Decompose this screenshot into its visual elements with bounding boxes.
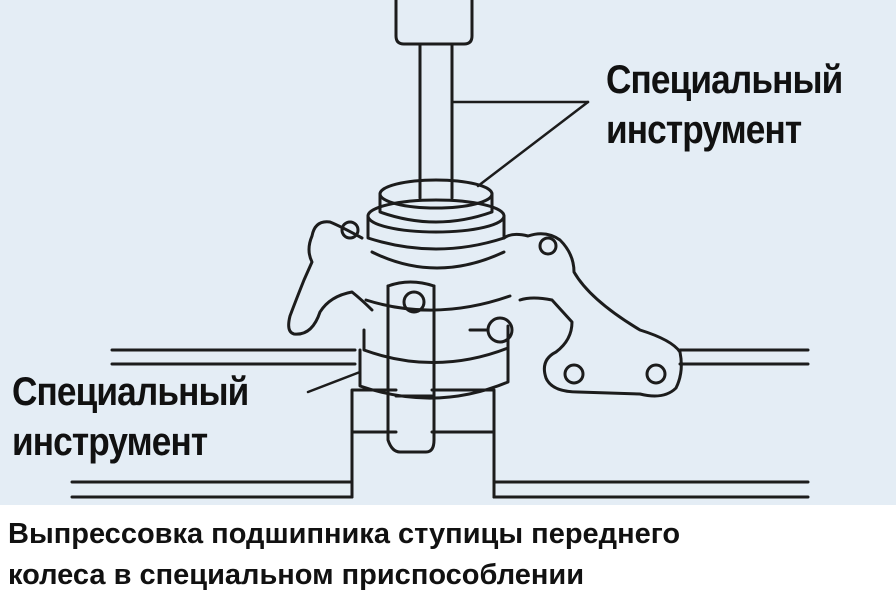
press-ram xyxy=(394,0,474,200)
label-left-line-2: инструмент xyxy=(12,420,208,464)
diagram-drawing xyxy=(70,0,810,499)
support-block xyxy=(350,388,496,499)
steering-knuckle xyxy=(287,220,683,400)
bearing-press-diagram: Специальный инструмент Специальный инстр… xyxy=(0,0,896,505)
caption-line-1: Выпрессовка подшипника ступицы переднего xyxy=(8,518,681,550)
special-tool-label-left: Специальный инструмент xyxy=(12,367,249,467)
leader-lines xyxy=(306,100,590,394)
press-table-rails xyxy=(70,348,810,499)
label-top-line-2: инструмент xyxy=(606,108,802,152)
special-tool-label-top: Специальный инструмент xyxy=(606,55,843,155)
label-left-line-1: Специальный xyxy=(12,370,249,414)
lower-special-tool xyxy=(386,280,436,454)
figure-caption: Выпрессовка подшипника ступицы переднего… xyxy=(8,514,888,596)
label-top-line-1: Специальный xyxy=(606,58,843,102)
caption-line-2: колеса в специальном приспособлении xyxy=(8,559,585,591)
top-special-tool xyxy=(366,178,506,251)
